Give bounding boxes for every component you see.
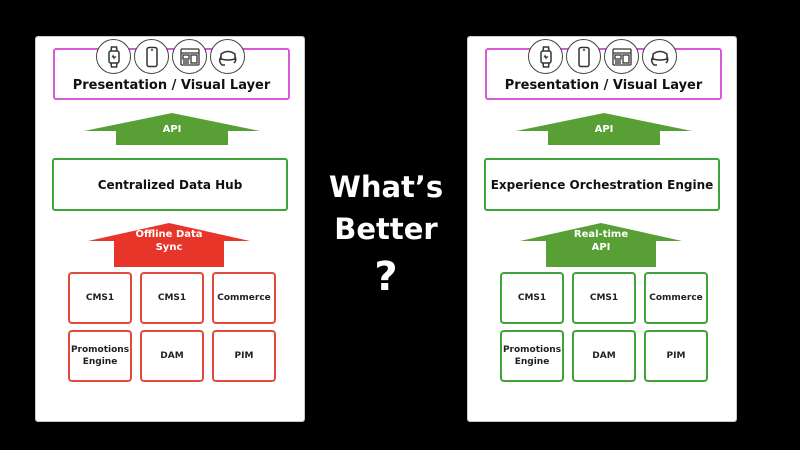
- experience-orchestration-engine-box: Experience Orchestration Engine: [484, 158, 720, 211]
- api-arrow-label: API: [162, 124, 182, 135]
- smartphone-icon: [134, 39, 169, 74]
- real-time-api-label: Real-time API: [520, 228, 682, 254]
- module-promotions-engine: Promotions Engine: [68, 330, 132, 382]
- module-dam: DAM: [140, 330, 204, 382]
- presentation-layer-label: Presentation / Visual Layer: [504, 78, 703, 93]
- better-label: Better: [334, 212, 438, 246]
- vr-headset-icon: [642, 39, 677, 74]
- centralized-data-hub-box: Centralized Data Hub: [52, 158, 288, 211]
- api-arrow: API: [516, 113, 692, 145]
- module-pim: PIM: [644, 330, 708, 382]
- whats-label: What’s: [328, 170, 444, 204]
- module-commerce: Commerce: [644, 272, 708, 324]
- sync-label-line2: Sync: [155, 242, 183, 253]
- right-architecture-panel: Presentation / Visual Layer: [467, 36, 737, 422]
- smartphone-icon: [566, 39, 601, 74]
- sync-label-line1: Real-time: [573, 229, 629, 240]
- module-promotions-engine: Promotions Engine: [500, 330, 564, 382]
- module-cms1: CMS1: [500, 272, 564, 324]
- presentation-layer-box: Presentation / Visual Layer: [53, 48, 290, 100]
- offline-data-sync-label: Offline Data Sync: [88, 228, 250, 254]
- channel-icons-row: [96, 39, 245, 77]
- module-pim: PIM: [212, 330, 276, 382]
- question-mark: ?: [374, 254, 398, 300]
- offline-data-sync-arrow: Offline Data Sync: [88, 223, 250, 267]
- sync-label-line1: Offline Data: [135, 229, 203, 240]
- channel-icons-row: [528, 39, 677, 77]
- left-architecture-panel: Presentation / Visual Layer: [35, 36, 305, 422]
- api-arrow: API: [84, 113, 260, 145]
- api-arrow-label: API: [594, 124, 614, 135]
- presentation-layer-box: Presentation / Visual Layer: [485, 48, 722, 100]
- smartwatch-icon: [528, 39, 563, 74]
- module-commerce: Commerce: [212, 272, 276, 324]
- module-dam: DAM: [572, 330, 636, 382]
- presentation-layer-label: Presentation / Visual Layer: [72, 78, 271, 93]
- module-cms1: CMS1: [68, 272, 132, 324]
- module-cms1-second: CMS1: [572, 272, 636, 324]
- real-time-api-arrow: Real-time API: [520, 223, 682, 267]
- vr-headset-icon: [210, 39, 245, 74]
- smartwatch-icon: [96, 39, 131, 74]
- web-browser-icon: [172, 39, 207, 74]
- web-browser-icon: [604, 39, 639, 74]
- sync-label-line2: API: [591, 242, 611, 253]
- module-cms1-second: CMS1: [140, 272, 204, 324]
